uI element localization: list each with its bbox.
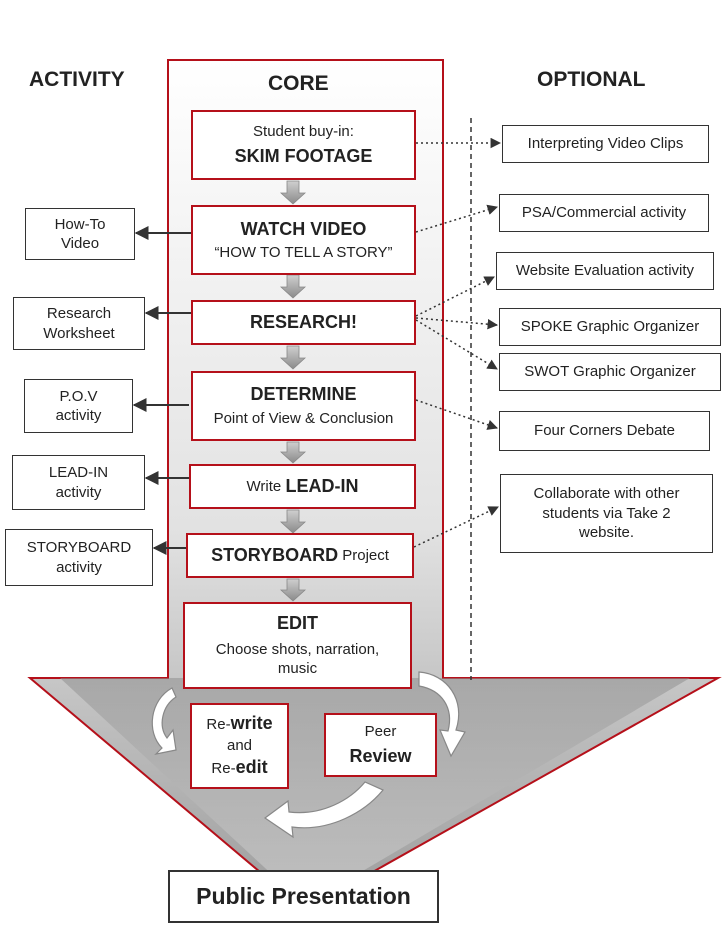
step-arrows xyxy=(279,180,307,602)
leadin-bold: LEAD-IN xyxy=(285,475,359,496)
leadin-pre: Write xyxy=(246,477,286,495)
psa-text: PSA/Commercial activity xyxy=(521,204,687,222)
skim-line1: Student buy-in: xyxy=(253,123,354,141)
swot-organizer-box: SWOT Graphic Organizer xyxy=(499,353,721,391)
leadin-act-line1: LEAD-IN xyxy=(48,464,109,481)
spoke-text: SPOKE Graphic Organizer xyxy=(520,318,700,336)
peer-b: Review xyxy=(349,746,412,767)
research-worksheet-box: Research Worksheet xyxy=(13,297,145,350)
interpreting-clips-box: Interpreting Video Clips xyxy=(502,125,709,163)
psa-commercial-box: PSA/Commercial activity xyxy=(499,194,709,232)
rewrite-c: and xyxy=(226,737,253,755)
pov-line2: activity xyxy=(55,407,102,424)
interpreting-text: Interpreting Video Clips xyxy=(527,135,684,153)
storyboard-post: Project xyxy=(338,546,389,564)
research-line1: RESEARCH! xyxy=(249,311,357,332)
core-header: CORE xyxy=(268,72,329,95)
edit-line3: music xyxy=(277,660,318,678)
website-eval-text: Website Evaluation activity xyxy=(515,262,695,280)
determine-line2: Point of View & Conclusion xyxy=(213,410,394,428)
research-box: RESEARCH! xyxy=(191,300,416,345)
skim-line2: SKIM FOOTAGE xyxy=(234,145,373,166)
storyboard-act-line2: activity xyxy=(56,558,102,576)
collaborate-box: Collaborate with other students via Take… xyxy=(500,474,713,553)
howto-video-box: How-To Video xyxy=(25,208,135,260)
storyboard-activity-box: STORYBOARD activity xyxy=(5,529,153,586)
cycle-arrows xyxy=(151,671,466,839)
edit-line1: EDIT xyxy=(276,613,318,634)
optional-connectors xyxy=(413,137,502,548)
edit-line2: Choose shots, narration, xyxy=(215,640,380,658)
four-corners-text: Four Corners Debate xyxy=(534,422,675,440)
leadin-box: Write LEAD-IN xyxy=(189,464,416,509)
collaborate-line2: students via Take 2 xyxy=(542,504,671,522)
activity-connectors xyxy=(132,226,191,555)
collaborate-line3: website. xyxy=(578,524,635,542)
collaborate-line1: Collaborate with other xyxy=(533,485,680,503)
rewrite-b: write xyxy=(230,713,273,734)
public-presentation-box: Public Presentation xyxy=(168,870,439,923)
rewrite-d: Re- xyxy=(211,759,236,777)
website-eval-box: Website Evaluation activity xyxy=(496,252,714,290)
rewrite-a: Re- xyxy=(206,716,231,734)
watch-line1: WATCH VIDEO xyxy=(240,218,367,239)
skim-footage-box: Student buy-in: SKIM FOOTAGE xyxy=(191,110,416,180)
storyboard-act-line1: STORYBOARD xyxy=(26,539,132,556)
swot-text: SWOT Graphic Organizer xyxy=(524,363,696,381)
optional-header: OPTIONAL xyxy=(537,68,646,91)
watch-line2: “HOW TO TELL A STORY” xyxy=(214,243,393,261)
edit-box: EDIT Choose shots, narration, music xyxy=(183,602,412,689)
pov-activity-box: P.O.V activity xyxy=(24,379,133,433)
peer-a: Peer xyxy=(364,722,397,740)
howto-line1: How-To xyxy=(54,215,106,233)
storyboard-bold: STORYBOARD xyxy=(211,544,339,565)
research-ws-line2: Worksheet xyxy=(43,324,115,342)
leadin-act-line2: activity xyxy=(55,483,102,501)
leadin-activity-box: LEAD-IN activity xyxy=(12,455,145,510)
storyboard-box: STORYBOARD Project xyxy=(186,533,414,578)
activity-header: ACTIVITY xyxy=(29,68,125,91)
four-corners-box: Four Corners Debate xyxy=(499,411,710,451)
howto-line2: Video xyxy=(60,235,100,252)
rewrite-box: Re-write and Re-edit xyxy=(190,703,289,789)
spoke-organizer-box: SPOKE Graphic Organizer xyxy=(499,308,721,346)
pov-line1: P.O.V xyxy=(59,387,98,405)
determine-box: DETERMINE Point of View & Conclusion xyxy=(191,371,416,441)
determine-line1: DETERMINE xyxy=(250,384,357,405)
research-ws-line1: Research xyxy=(46,305,112,322)
peer-review-box: Peer Review xyxy=(324,713,437,777)
rewrite-e: edit xyxy=(235,756,268,777)
watch-video-box: WATCH VIDEO “HOW TO TELL A STORY” xyxy=(191,205,416,275)
public-presentation-text: Public Presentation xyxy=(196,882,411,909)
